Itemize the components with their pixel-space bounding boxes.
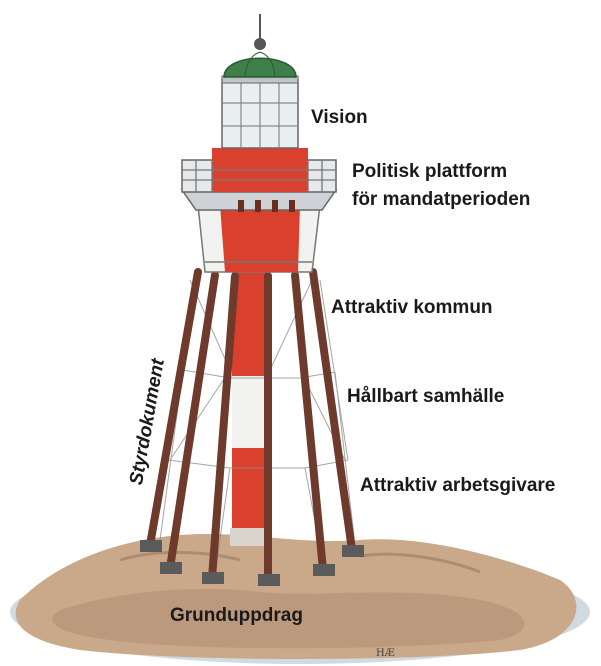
label-political-platform-line1: Politisk plattform xyxy=(352,160,507,183)
gallery-railing xyxy=(182,148,336,212)
label-sustainable-society: Hållbart samhälle xyxy=(347,385,504,408)
artist-signature: HÆ xyxy=(376,648,395,659)
tower-cone xyxy=(198,205,320,272)
lantern-room xyxy=(222,14,298,148)
label-vision: Vision xyxy=(311,106,368,129)
label-attractive-employer: Attraktiv arbetsgivare xyxy=(360,474,555,497)
label-foundation: Grunduppdrag xyxy=(170,604,303,627)
rock-base xyxy=(10,534,590,664)
label-political-platform-line2: för mandatperioden xyxy=(352,188,530,211)
label-attractive-municipality: Attraktiv kommun xyxy=(331,296,493,319)
